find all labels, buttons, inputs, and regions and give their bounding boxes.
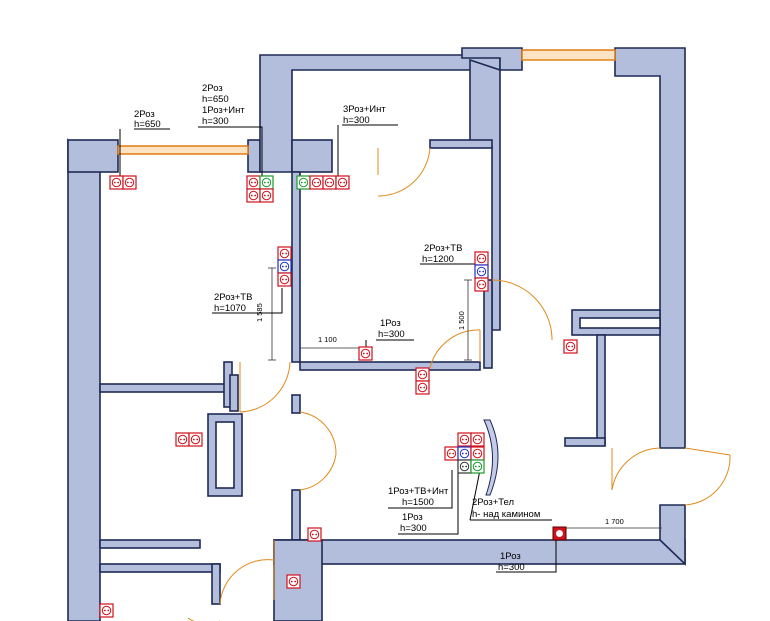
wall-bottom-band [273, 539, 686, 565]
ann2-line4: h=300 [202, 116, 229, 127]
window-left [117, 145, 249, 155]
annotations: 2Роз h=650 2Роз h=650 1Роз+Инт h=300 3Ро… [134, 83, 540, 573]
door-bottom-corner [187, 617, 220, 621]
wall-v-right-a [483, 279, 493, 369]
ann2-line1: 2Роз [202, 83, 223, 94]
power-socket-icon [175, 432, 190, 447]
doors [187, 147, 731, 621]
tv-socket-icon [474, 264, 489, 279]
ann7-line2: h=1500 [402, 497, 434, 508]
dim-1100: 1 100 [318, 335, 337, 344]
door-right-hall [611, 447, 661, 491]
tv-socket-icon [457, 446, 472, 461]
wall-bottom-left-stub [99, 563, 221, 573]
wall-left-exterior [67, 138, 101, 621]
wall-room-partition-lower [291, 394, 301, 414]
power-socket-icon [109, 175, 124, 190]
wall-right-upper [614, 47, 686, 449]
power-socket-icon [188, 432, 203, 447]
walls [67, 47, 686, 621]
dim-1700: 1 700 [605, 517, 624, 526]
ann9-line1: 2Роз+Тел [472, 497, 514, 508]
door-exit [684, 447, 731, 506]
wall-right-stub [564, 437, 606, 447]
ann7-line1: 1Роз+ТВ+Инт [388, 486, 449, 497]
tv-socket-icon [277, 259, 292, 274]
windows [117, 49, 616, 155]
power-socket-icon [307, 527, 322, 542]
wall-h-partition-mid [299, 361, 481, 371]
power-socket-icon [457, 432, 472, 447]
ann5-line1: 2Роз+ТВ [214, 292, 252, 303]
ann8-line1: 1Роз [402, 512, 423, 523]
ann2-line2: h=650 [202, 94, 229, 105]
leaders [119, 124, 557, 573]
wall-bottom-left-floor [99, 539, 201, 549]
door-right-room [491, 279, 553, 340]
power-socket-icon [358, 346, 373, 361]
power-socket-icon [415, 367, 430, 382]
wall-top-left-band [67, 139, 119, 173]
ann8-line2: h=300 [400, 523, 427, 534]
power-socket-icon [474, 277, 489, 292]
power-socket-icon [309, 175, 324, 190]
ann1-line2: h=650 [134, 119, 161, 130]
ann6-line2: h=300 [378, 329, 405, 340]
power-socket-icon [470, 432, 485, 447]
power-socket-icon [444, 446, 459, 461]
wall-v-corridor [291, 489, 301, 541]
wall-v-left-b [229, 374, 239, 412]
wall-right-nook-inner [579, 317, 661, 329]
power-socket-icon [277, 246, 292, 261]
door-room2 [429, 329, 481, 369]
power-socket-icon [335, 175, 350, 190]
wall-room-partition [291, 171, 301, 363]
power-socket-icon [259, 188, 274, 203]
power-socket-icon [246, 188, 261, 203]
power-socket-icon [470, 446, 485, 461]
internet-socket-icon [470, 459, 485, 474]
wall-top-middle [291, 139, 333, 173]
power-socket-wall-icon [552, 526, 567, 541]
power-socket-icon [474, 251, 489, 266]
ann6-line1: 1Роз [380, 318, 401, 329]
ann10-line1: 1Роз [500, 551, 521, 562]
power-socket-icon [286, 574, 301, 589]
wall-v-right-b [596, 334, 606, 446]
power-socket-icon [322, 175, 337, 190]
ann3-line2: h=300 [343, 115, 370, 126]
window-top-right [521, 49, 616, 61]
ann4-line1: 2Роз+ТВ [424, 243, 462, 254]
power-socket-icon [122, 175, 137, 190]
power-socket-icon [99, 603, 114, 618]
ann5-line2: h=1070 [214, 303, 246, 314]
internet-socket-icon [296, 175, 311, 190]
internet-socket-icon [259, 175, 274, 190]
door-room1 [239, 361, 291, 413]
wall-top-stub [247, 139, 261, 173]
sockets [99, 175, 578, 618]
power-socket-icon [563, 339, 578, 354]
door-corridor-double [299, 411, 337, 491]
door-top-room [377, 147, 431, 197]
dim-1500: 1 500 [457, 311, 466, 330]
wall-h-partition-left [99, 383, 231, 393]
phone-socket-icon [457, 459, 472, 474]
power-socket-icon [277, 272, 292, 287]
wall-closet-inner [215, 421, 235, 489]
wall-top-right-segment [429, 139, 493, 149]
ann9-line2: h- над камином [472, 509, 540, 520]
power-socket-icon [415, 380, 430, 395]
ann10-line2: h=300 [498, 562, 525, 573]
ann1-line1: 2Роз [134, 109, 155, 120]
door-bottom-left [219, 540, 275, 605]
ann2-line3: 1Роз+Инт [202, 105, 245, 116]
power-socket-icon [246, 175, 261, 190]
fireplace-arc [483, 419, 499, 496]
ann3-line1: 3Роз+Инт [343, 104, 386, 115]
wall-bottom-left-post [211, 563, 221, 605]
ann4-line2: h=1200 [422, 254, 454, 265]
